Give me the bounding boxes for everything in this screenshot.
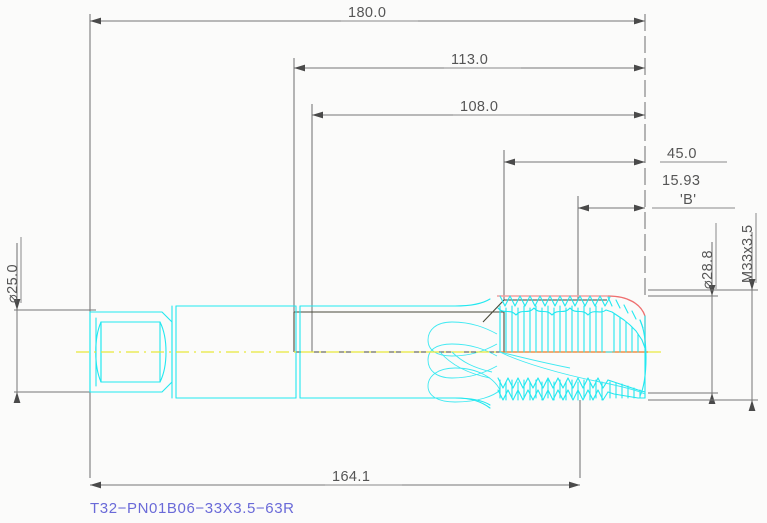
dim-113: 113.0 (451, 52, 488, 68)
flute-lower (427, 351, 501, 409)
thread-profile-lower (497, 377, 646, 401)
plain-shank (175, 305, 456, 399)
dimension-texts: 180.0 113.0 108.0 45.0 15.93 'B' 164.1 ⌀… (5, 5, 757, 486)
dim-thread-spec: M33x3.5 (740, 225, 756, 283)
dim-1593: 15.93 (662, 173, 700, 189)
dim-b-note: 'B' (680, 192, 696, 208)
extension-lines (16, 14, 753, 478)
dim-164: 164.1 (332, 469, 370, 485)
thread-profile-upper (497, 295, 646, 353)
dimension-lines (13, 17, 758, 489)
dim-minor-diameter: ⌀28.8 (700, 250, 716, 289)
dim-45: 45.0 (667, 146, 697, 162)
dim-shank-diameter: ⌀25.0 (5, 264, 21, 303)
part-number-label: T32−PN01B06−33X3.5−63R (90, 500, 295, 517)
dim-108: 108.0 (460, 99, 498, 115)
dim-overall-length: 180.0 (348, 5, 386, 21)
tool-tip-end (499, 315, 647, 399)
thread-crest-highlight (497, 295, 646, 348)
tap-part-geometry (76, 295, 666, 409)
neck-relief (427, 298, 498, 406)
